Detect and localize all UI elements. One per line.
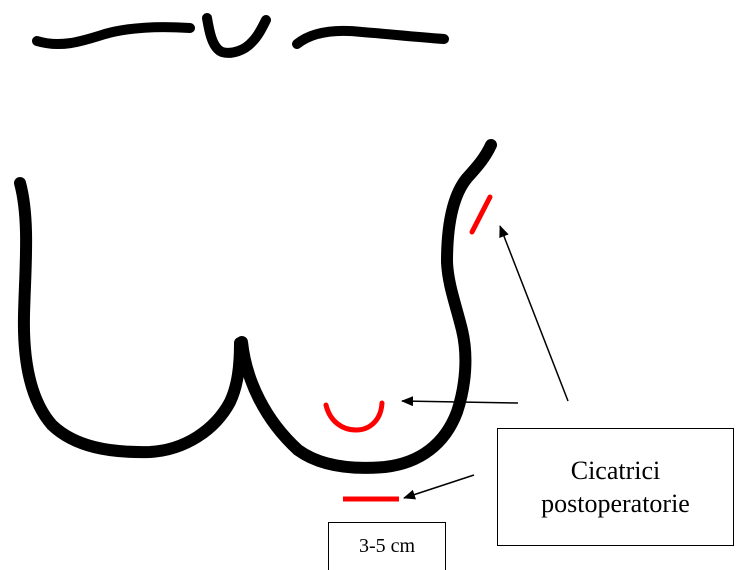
arrow-to-periareolar-scar — [402, 401, 518, 403]
sternal-notch — [207, 18, 266, 53]
callout-line-1: Cicatrici — [571, 454, 661, 487]
periareolar-scar — [326, 403, 382, 430]
clavicle-outline — [37, 18, 444, 53]
arrow-to-inframammary-scar — [404, 475, 474, 498]
breast-outline — [20, 145, 491, 468]
left-breast-outline — [20, 183, 240, 452]
arrow-to-axillary-scar — [500, 226, 568, 401]
callout-line-2: postoperatorie — [541, 487, 690, 520]
left-clavicle — [37, 27, 190, 44]
measurement-box: 3-5 cm — [328, 522, 446, 570]
axillary-scar — [472, 197, 490, 232]
right-clavicle — [297, 31, 444, 44]
right-breast-outline — [242, 145, 491, 468]
measurement-label: 3-5 cm — [359, 535, 415, 558]
scar-callout-box: Cicatrici postoperatorie — [497, 428, 734, 546]
